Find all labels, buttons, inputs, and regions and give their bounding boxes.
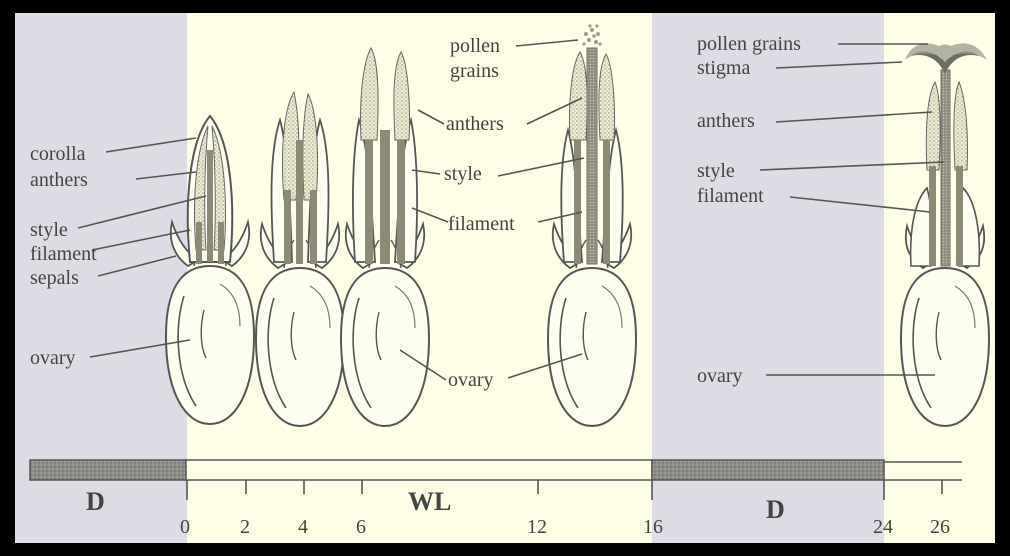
label-ovary-right: ovary [697, 365, 743, 387]
period-dark-1: D [86, 487, 105, 516]
tick-2: 2 [240, 516, 250, 538]
label-filament-right: filament [697, 185, 764, 207]
label-pollen: pollen [450, 35, 500, 57]
dark-bar-1 [30, 460, 186, 480]
label-anthers-left: anthers [30, 169, 88, 191]
label-ovary-left: ovary [30, 347, 76, 369]
tick-16: 16 [643, 516, 663, 538]
label-ovary-middle: ovary [448, 369, 494, 391]
tick-26: 26 [930, 516, 950, 538]
label-corolla: corolla [30, 143, 86, 165]
light-bar [186, 460, 652, 480]
tick-0: 0 [180, 516, 190, 538]
label-anthers-right: anthers [697, 110, 755, 132]
label-filament-left: filament [30, 243, 97, 265]
label-filament-middle: filament [448, 213, 515, 235]
dark-bar-2 [652, 460, 884, 480]
label-style-middle: style [444, 163, 482, 185]
period-light: WL [408, 487, 451, 516]
period-dark-2: D [766, 495, 785, 524]
label-grains: grains [450, 60, 499, 82]
label-style-left: style [30, 219, 68, 241]
tick-4: 4 [298, 516, 308, 538]
tick-12: 12 [527, 516, 547, 538]
tick-6: 6 [356, 516, 366, 538]
label-anthers-middle: anthers [446, 113, 504, 135]
tick-24: 24 [873, 516, 893, 538]
label-stigma: stigma [697, 57, 750, 79]
label-sepals: sepals [30, 267, 79, 289]
label-pollen-grains: pollen grains [697, 33, 801, 55]
label-style-right: style [697, 160, 735, 182]
